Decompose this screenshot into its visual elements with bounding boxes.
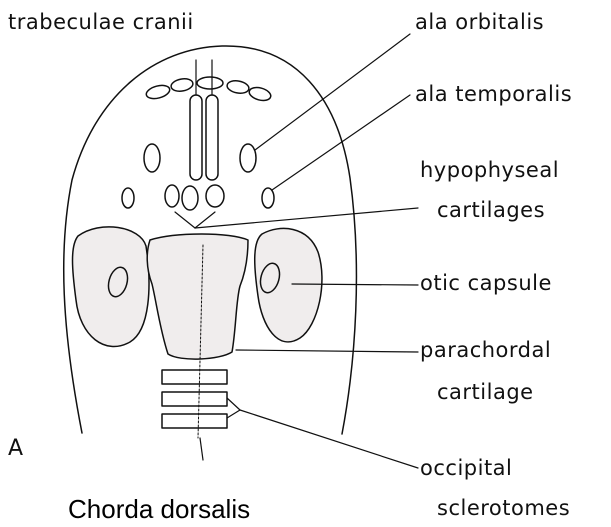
label-otic-capsule: otic capsule [420,273,552,294]
label-ala-temporalis: ala temporalis [415,84,572,105]
ala-orbitalis-cartilages [144,144,256,172]
label-hypophyseal-line2: cartilages [437,200,545,221]
panel-letter: A [8,438,24,460]
label-hypophyseal-line1: hypophyseal [420,160,559,181]
label-occipital-line2: sclerotomes [437,498,570,519]
parachordal-cartilage [147,234,248,359]
figure-caption: Chorda dorsalis [68,496,250,522]
label-ala-orbitalis: ala orbitalis [415,12,544,33]
label-parachordal-line1: parachordal [420,340,551,361]
label-occipital-line1: occipital [420,458,512,479]
trabeculae-cranii-rods [190,95,218,180]
hypophyseal-cartilages [165,185,224,210]
label-parachordal-line2: cartilage [437,382,534,403]
rostral-cartilages [145,77,272,103]
occipital-sclerotomes [162,370,227,428]
label-trabeculae-cranii: trabeculae cranii [8,12,194,33]
